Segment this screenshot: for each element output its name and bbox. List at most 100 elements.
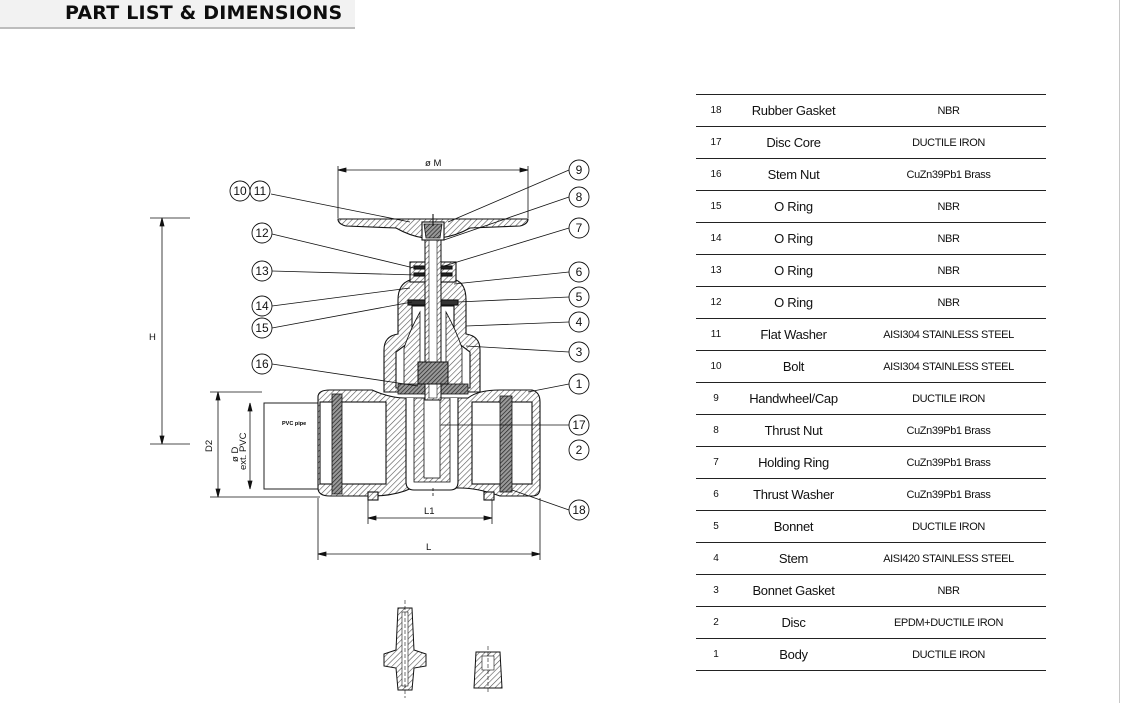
balloon-6: 6: [576, 265, 583, 279]
disc-detail: [473, 646, 503, 694]
balloon-4: 4: [576, 315, 583, 329]
part-name: Body: [736, 638, 851, 671]
balloon-15: 15: [255, 321, 269, 335]
balloon-9: 9: [576, 163, 583, 177]
part-name: Bonnet Gasket: [736, 574, 851, 607]
part-name: Disc: [736, 606, 851, 639]
balloon-13: 13: [255, 264, 269, 278]
balloon-17: 17: [572, 418, 586, 432]
dimension-labels: ø M H D2 ø D ext. PVC L1 L: [149, 158, 441, 553]
part-material: DUCTILE IRON: [851, 510, 1046, 543]
dim-label-od: ø D: [230, 447, 241, 462]
part-material: CuZn39Pb1 Brass: [851, 158, 1046, 191]
part-number: 10: [696, 350, 736, 383]
valve-stem: [417, 227, 449, 401]
part-number: 9: [696, 382, 736, 415]
part-name: Rubber Gasket: [736, 94, 851, 127]
part-material: CuZn39Pb1 Brass: [851, 414, 1046, 447]
part-name: Thrust Washer: [736, 478, 851, 511]
part-number: 14: [696, 222, 736, 255]
part-number: 7: [696, 446, 736, 479]
part-number: 6: [696, 478, 736, 511]
balloon-2: 2: [576, 443, 583, 457]
part-number: 18: [696, 94, 736, 127]
valve-body: [317, 389, 541, 501]
part-material: NBR: [851, 222, 1046, 255]
bonnet-insert-detail: [383, 600, 427, 698]
part-number: 8: [696, 414, 736, 447]
part-balloons: [229, 159, 590, 521]
balloon-8: 8: [576, 190, 583, 204]
part-number: 13: [696, 254, 736, 287]
part-name: Flat Washer: [736, 318, 851, 351]
part-name: Bolt: [736, 350, 851, 383]
balloon-7: 7: [576, 221, 583, 235]
page-title: PART LIST & DIMENSIONS: [65, 2, 343, 24]
part-name: Bonnet: [736, 510, 851, 543]
pipe-label: PVC pipe: [282, 421, 306, 427]
part-material: NBR: [851, 94, 1046, 127]
dim-label-ext: ext. PVC: [238, 432, 249, 470]
part-name: O Ring: [736, 222, 851, 255]
part-name: Handwheel/Cap: [736, 382, 851, 415]
dim-label-m: ø M: [425, 158, 441, 169]
part-material: AISI420 STAINLESS STEEL: [851, 542, 1046, 575]
part-material: AISI304 STAINLESS STEEL: [851, 350, 1046, 383]
balloon-10: 10: [233, 184, 247, 198]
part-material: NBR: [851, 190, 1046, 223]
dimension-lines: [150, 166, 541, 560]
part-name: O Ring: [736, 190, 851, 223]
part-name: Stem Nut: [736, 158, 851, 191]
balloon-numbers: 10 11 12 13 14 15 16 9 8 7 6 5 4 3 1 17 …: [233, 163, 586, 517]
part-number: 17: [696, 126, 736, 159]
part-material: DUCTILE IRON: [851, 126, 1046, 159]
dim-label-l: L: [426, 542, 431, 553]
part-number: 16: [696, 158, 736, 191]
balloon-12: 12: [255, 226, 269, 240]
balloon-11: 11: [254, 184, 267, 198]
part-material: DUCTILE IRON: [851, 382, 1046, 415]
part-number: 12: [696, 286, 736, 319]
balloon-3: 3: [576, 345, 583, 359]
part-material: DUCTILE IRON: [851, 638, 1046, 671]
dim-label-d2: D2: [204, 440, 215, 452]
part-name: Stem: [736, 542, 851, 575]
part-number: 4: [696, 542, 736, 575]
header-bar: PART LIST & DIMENSIONS: [0, 0, 355, 29]
balloon-18: 18: [572, 503, 586, 517]
balloon-16: 16: [255, 357, 269, 371]
balloon-14: 14: [255, 299, 269, 313]
part-number: 1: [696, 638, 736, 671]
part-material: NBR: [851, 254, 1046, 287]
part-material: EPDM+DUCTILE IRON: [851, 606, 1046, 639]
part-name: Holding Ring: [736, 446, 851, 479]
part-material: CuZn39Pb1 Brass: [851, 478, 1046, 511]
balloon-1: 1: [576, 377, 583, 391]
balloon-5: 5: [576, 290, 583, 304]
part-number: 11: [696, 318, 736, 351]
part-material: NBR: [851, 286, 1046, 319]
part-name: O Ring: [736, 286, 851, 319]
dim-label-h: H: [149, 332, 156, 343]
dim-label-l1: L1: [424, 506, 435, 517]
part-material: CuZn39Pb1 Brass: [851, 446, 1046, 479]
part-name: Disc Core: [736, 126, 851, 159]
page-edge-line: [1119, 0, 1120, 703]
